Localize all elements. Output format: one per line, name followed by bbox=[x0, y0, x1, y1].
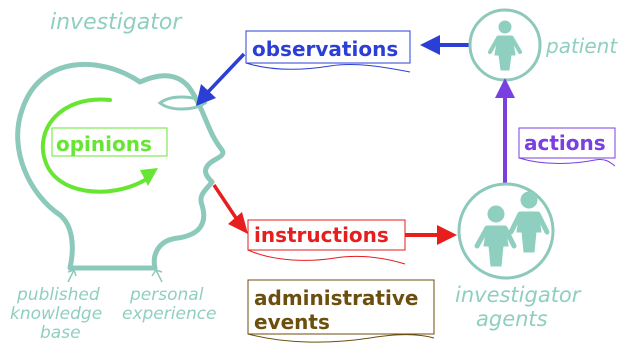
personal-pointer-icon bbox=[151, 269, 163, 283]
administrative-box-wave bbox=[247, 333, 435, 343]
administrative-label-line1: administrative bbox=[254, 286, 418, 310]
actions-box bbox=[518, 127, 616, 159]
agents-figures-icon bbox=[474, 191, 550, 267]
administrative-label-line2: events bbox=[254, 310, 330, 334]
observations-box-wave bbox=[245, 62, 411, 73]
published-label-line2: knowledge bbox=[10, 304, 102, 324]
administrative-box bbox=[247, 279, 435, 335]
opinions-swirl-arrowhead bbox=[140, 168, 158, 186]
instructions-box-wave bbox=[247, 249, 406, 265]
agents-label-line1: investigator bbox=[455, 283, 582, 307]
opinions-box bbox=[51, 127, 168, 157]
published-label-line1: published bbox=[16, 285, 100, 305]
head-to-instructions-head bbox=[228, 212, 248, 234]
instructions-arrow-head bbox=[437, 225, 457, 245]
actions-box-wave bbox=[518, 157, 616, 167]
patient-figure-icon bbox=[488, 20, 522, 71]
personal-label-line2: experience bbox=[122, 304, 217, 324]
head-to-instructions-line bbox=[212, 184, 238, 219]
instructions-label: instructions bbox=[254, 223, 389, 247]
actions-label: actions bbox=[524, 131, 606, 155]
personal-label-line1: personal bbox=[129, 285, 204, 305]
published-pointer-icon bbox=[67, 269, 77, 283]
opinions-label: opinions bbox=[56, 132, 152, 156]
observations-box bbox=[245, 30, 411, 64]
actions-arrow-head bbox=[495, 78, 515, 98]
agents-label-line2: agents bbox=[476, 307, 548, 331]
opinions-swirl bbox=[40, 97, 147, 194]
observations-arrow-line bbox=[206, 52, 246, 94]
instructions-box bbox=[247, 219, 406, 251]
patient-label: patient bbox=[545, 34, 618, 58]
observations-label: observations bbox=[252, 37, 398, 61]
investigator-title: investigator bbox=[50, 10, 183, 35]
head-outline bbox=[15, 61, 226, 271]
published-label-line3: base bbox=[40, 323, 81, 343]
observations-arrow-head bbox=[196, 84, 216, 106]
eye-shape bbox=[157, 95, 208, 111]
patient-arrow-head bbox=[420, 35, 440, 55]
